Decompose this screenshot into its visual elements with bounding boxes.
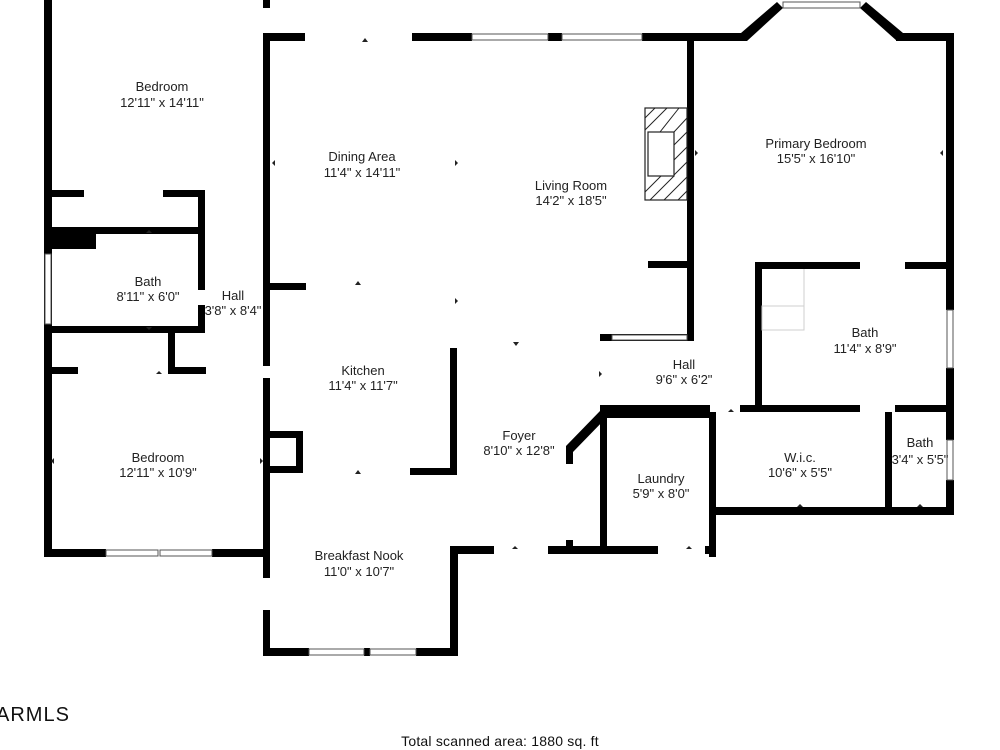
room-breakfast-nook: Breakfast Nook 11'0" x 10'7" <box>315 548 404 579</box>
room-hall-east: Hall 9'6" x 6'2" <box>656 357 713 387</box>
room-bath-small: Bath 3'4" x 5'5" <box>892 435 949 467</box>
room-dimensions: 11'0" x 10'7" <box>324 564 395 579</box>
room-primary-bedroom: Primary Bedroom 15'5" x 16'10" <box>765 136 866 166</box>
room-name: Bath <box>135 274 162 289</box>
room-hall-west: Hall 3'8" x 8'4" <box>205 288 262 318</box>
room-name: W.i.c. <box>784 450 816 465</box>
room-dimensions: 10'6" x 5'5" <box>768 465 832 480</box>
room-wic: W.i.c. 10'6" x 5'5" <box>768 450 832 480</box>
room-dimensions: 15'5" x 16'10" <box>777 151 856 166</box>
room-name: Foyer <box>502 428 536 443</box>
room-dining-area: Dining Area 11'4" x 14'11" <box>324 149 401 180</box>
room-name: Kitchen <box>341 363 384 378</box>
room-name: Bath <box>907 435 934 450</box>
room-foyer: Foyer 8'10" x 12'8" <box>483 428 555 458</box>
room-kitchen: Kitchen 11'4" x 11'7" <box>328 363 398 393</box>
room-name: Bedroom <box>132 450 185 465</box>
room-bedroom-nw: Bedroom 12'11" x 14'11" <box>120 79 204 110</box>
room-dimensions: 3'8" x 8'4" <box>205 303 262 318</box>
room-dimensions: 12'11" x 14'11" <box>120 95 204 110</box>
watermark-logo: ARMLS <box>0 704 70 726</box>
room-dimensions: 8'11" x 6'0" <box>116 289 179 304</box>
room-name: Laundry <box>638 471 685 486</box>
room-name: Living Room <box>535 178 607 193</box>
windows <box>44 1 954 656</box>
room-bath-primary: Bath 11'4" x 8'9" <box>833 325 896 356</box>
room-dimensions: 3'4" x 5'5" <box>892 452 949 467</box>
room-name: Dining Area <box>328 149 396 164</box>
room-name: Bath <box>852 325 879 340</box>
room-dimensions: 11'4" x 8'9" <box>833 341 896 356</box>
room-bath-west: Bath 8'11" x 6'0" <box>116 274 179 304</box>
total-area-caption: Total scanned area: 1880 sq. ft <box>401 733 599 749</box>
room-dimensions: 9'6" x 6'2" <box>656 372 713 387</box>
room-name: Bedroom <box>136 79 189 94</box>
room-dimensions: 5'9" x 8'0" <box>633 486 690 501</box>
room-name: Primary Bedroom <box>765 136 866 151</box>
room-name: Breakfast Nook <box>315 548 404 563</box>
dimension-ticks <box>51 38 943 549</box>
room-bedroom-sw: Bedroom 12'11" x 10'9" <box>119 450 197 480</box>
fireplace-icon <box>644 107 688 201</box>
room-dimensions: 11'4" x 11'7" <box>328 378 398 393</box>
room-dimensions: 8'10" x 12'8" <box>483 443 555 458</box>
room-name: Hall <box>222 288 245 303</box>
room-dimensions: 11'4" x 14'11" <box>324 165 401 180</box>
room-dimensions: 14'2" x 18'5" <box>535 193 607 208</box>
room-name: Hall <box>673 357 696 372</box>
room-dimensions: 12'11" x 10'9" <box>119 465 197 480</box>
room-living-room: Living Room 14'2" x 18'5" <box>535 178 607 208</box>
room-laundry: Laundry 5'9" x 8'0" <box>633 471 690 501</box>
